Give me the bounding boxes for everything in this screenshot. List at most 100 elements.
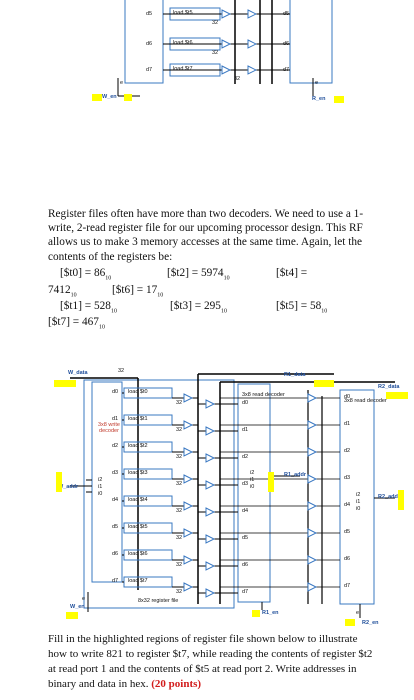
r2-en-label: R2_en xyxy=(362,620,379,626)
register-row-wires xyxy=(122,387,340,409)
write-decoder-output-label: d7 xyxy=(112,578,119,584)
w-en-e: e xyxy=(82,596,86,602)
top-w-en-highlight-2 xyxy=(124,94,132,101)
write-decoder-label: 3x8 write decoder xyxy=(97,422,120,434)
r2-data-label: R2_data xyxy=(378,384,400,390)
read-decoder-1-output-label: d1 xyxy=(242,427,249,433)
read-decoder-1-output-label: d6 xyxy=(242,562,249,568)
w-addr-i2: i2 xyxy=(98,477,103,483)
read-decoder-2-output-label: d4 xyxy=(344,502,351,508)
reg-t1: [$t1] = 52810 xyxy=(60,300,117,315)
top-e-left: e xyxy=(120,80,124,86)
load-label: load $t3 xyxy=(128,470,148,476)
write-decoder-output-label: d1 xyxy=(112,416,119,422)
reg-t2: [$t2] = 597410 xyxy=(167,267,230,282)
register-row-3: d3 load $t3 32 d3 d3 xyxy=(0,467,414,491)
write-decoder-output-label: d2 xyxy=(112,443,119,449)
top-load-t6: load $t6 xyxy=(173,40,193,46)
top-load-t7: load $t7 xyxy=(173,66,193,72)
r1-en-label: R1_en xyxy=(262,610,279,616)
top-bus-width-2: 32 xyxy=(212,50,219,56)
read-decoder-2-output-label: d5 xyxy=(344,529,351,535)
read-decoder-1-label: 3x8 read decoder xyxy=(242,392,285,398)
read-decoder-2-label: 3x8 read decoder xyxy=(344,398,387,404)
top-e-right: e xyxy=(315,80,319,86)
r2-data-highlight[interactable] xyxy=(386,392,408,399)
r2-addr-label: R2_addr xyxy=(378,494,401,500)
w-data-width: 32 xyxy=(118,368,125,374)
top-diagram: d5 d6 d7 load $t5 load $t6 load $t7 32 3… xyxy=(0,0,414,110)
w-en-highlight[interactable] xyxy=(66,612,78,619)
register-row-wires xyxy=(122,495,340,517)
points: (20 points) xyxy=(151,678,202,690)
w-addr-label: W_addr xyxy=(58,484,79,490)
reg-t4-value: 741210 xyxy=(48,284,77,299)
top-right-d7: d7 xyxy=(283,67,290,73)
read-decoder-2-output-label: d1 xyxy=(344,421,351,427)
r2-addr-i2: i2 xyxy=(356,492,361,498)
reg-t5: [$t5] = 5810 xyxy=(276,300,328,315)
reg-t4: [$t4] = xyxy=(276,267,308,279)
reg-t6: [$t6] = 1710 xyxy=(112,284,164,299)
read-decoder-2-output-label: d2 xyxy=(344,448,351,454)
top-right-d6: d6 xyxy=(283,41,290,47)
r1-addr-i2: i2 xyxy=(250,470,255,476)
read-decoder-1-output-label: d3 xyxy=(242,481,249,487)
register-bus-width: 32 xyxy=(176,508,183,514)
top-diagram-wires xyxy=(117,0,333,97)
register-row-wires xyxy=(122,549,340,571)
read-decoder-2-output-label: d7 xyxy=(344,583,351,589)
register-row-wires xyxy=(122,414,340,436)
r1-addr-i0: i0 xyxy=(250,484,255,490)
register-row-5: d5 load $t5 32 d5 d5 xyxy=(0,521,414,545)
register-row-wires xyxy=(122,522,340,544)
w-addr-highlight[interactable] xyxy=(56,472,62,492)
reg-t0: [$t0] = 8610 xyxy=(60,267,112,282)
read-decoder-2-output-label: d6 xyxy=(344,556,351,562)
load-label: load $t4 xyxy=(128,497,148,503)
register-bus-width: 32 xyxy=(176,427,183,433)
top-bus-width-1: 32 xyxy=(212,20,219,26)
register-bus-width: 32 xyxy=(176,481,183,487)
w-data-highlight[interactable] xyxy=(54,380,76,387)
top-r-en-highlight xyxy=(334,96,344,103)
r1-data-label: R1_data xyxy=(284,372,306,378)
w-addr-i1: i1 xyxy=(98,484,103,490)
top-w-en-label: W_en xyxy=(102,94,117,100)
register-bus-width: 32 xyxy=(176,535,183,541)
top-d6-label: d6 xyxy=(146,41,153,47)
load-label: load $t5 xyxy=(128,524,148,530)
write-decoder-output-label: d3 xyxy=(112,470,119,476)
load-label: load $t0 xyxy=(128,389,148,395)
question: Fill in the highlighted regions of regis… xyxy=(48,632,378,692)
r1-data-highlight[interactable] xyxy=(314,380,334,387)
r2-addr-i1: i1 xyxy=(356,499,361,505)
r2-addr-i0: i0 xyxy=(356,506,361,512)
reg-t3: [$t3] = 29510 xyxy=(170,300,227,315)
read-decoder-1-output-label: d2 xyxy=(242,454,249,460)
question-text: Fill in the highlighted regions of regis… xyxy=(48,633,373,690)
w-addr-i0: i0 xyxy=(98,491,103,497)
read-decoder-2-output-label: d0 xyxy=(344,394,351,400)
read-decoder-1-output-label: d4 xyxy=(242,508,249,514)
top-right-d5: d5 xyxy=(283,11,290,17)
register-bus-width: 32 xyxy=(176,400,183,406)
register-row-wires xyxy=(122,576,340,598)
write-decoder-output-label: d5 xyxy=(112,524,119,530)
read-decoder-1-output-label: d5 xyxy=(242,535,249,541)
r1-en-highlight[interactable] xyxy=(252,610,260,617)
r2-addr-highlight[interactable] xyxy=(398,490,404,510)
read-decoder-2-output-label: d3 xyxy=(344,475,351,481)
write-decoder-output-label: d6 xyxy=(112,551,119,557)
load-label: load $t6 xyxy=(128,551,148,557)
r2-en-highlight[interactable] xyxy=(345,619,355,626)
regfile-label: 8x32 register file xyxy=(138,598,179,604)
top-w-en-highlight xyxy=(92,94,102,101)
r1-addr-highlight[interactable] xyxy=(268,472,274,492)
